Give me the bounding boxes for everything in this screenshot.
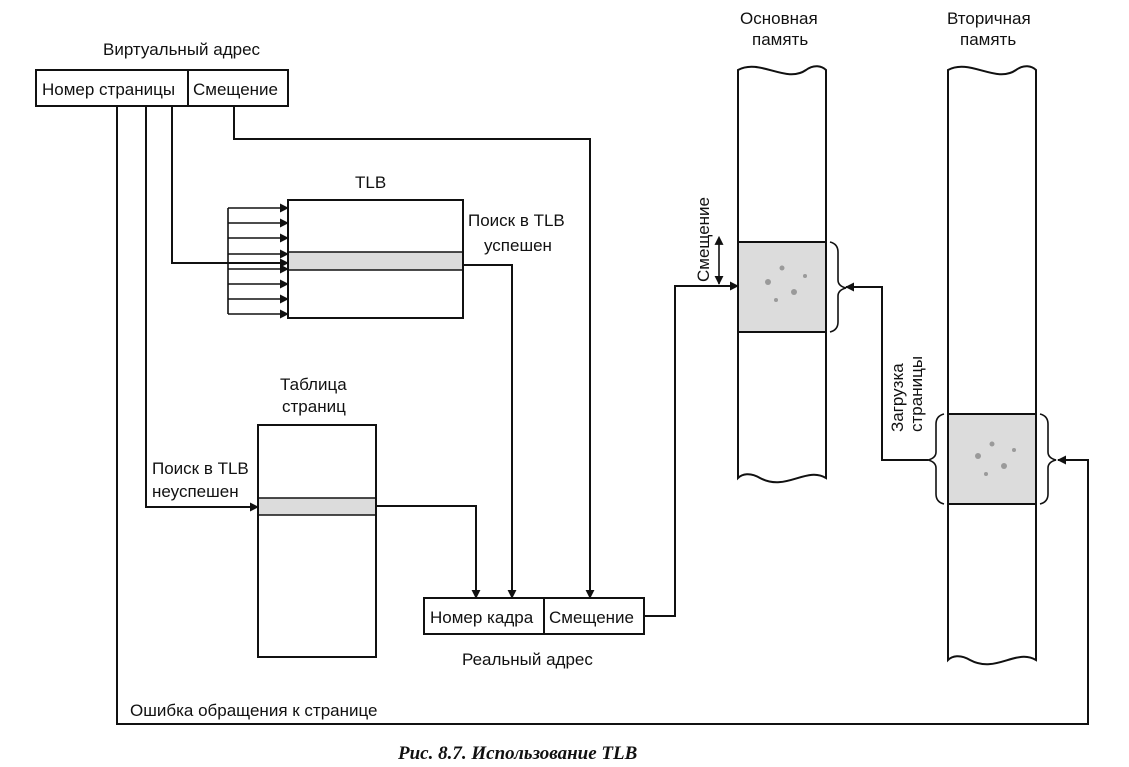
tlb-miss-label-line2: неуспешен: [152, 482, 239, 501]
page-table-title-line2: страниц: [282, 397, 346, 416]
page-load-label-line1: Загрузка: [888, 363, 907, 432]
real-frame-number-label: Номер кадра: [430, 608, 534, 627]
real-address-to-memory-line: [644, 281, 739, 617]
tlb-matched-entry: [289, 252, 462, 270]
tlb-title: TLB: [355, 173, 386, 192]
real-offset-label: Смещение: [549, 608, 634, 627]
tlb-parallel-compare-arrows: [227, 203, 289, 319]
main-memory-frame-texture: [765, 265, 807, 302]
main-memory-frame-brace: [829, 241, 847, 333]
virtual-offset-field: [187, 69, 289, 107]
real-frame-number-field: [423, 597, 545, 635]
page-fault-path-line: [116, 106, 1089, 725]
main-memory-title-line2: память: [752, 30, 808, 49]
page-number-to-tlb-line: [171, 106, 289, 268]
tlb-hit-to-frame-line: [463, 264, 517, 599]
page-load-line: [845, 282, 928, 461]
virtual-offset-label: Смещение: [193, 80, 278, 99]
virtual-offset-to-real-offset-line: [233, 106, 595, 599]
real-offset-field: [543, 597, 645, 635]
page-table-matched-entry: [259, 498, 375, 515]
virtual-address-title: Виртуальный адрес: [103, 40, 261, 59]
main-memory-frame: [739, 242, 825, 332]
secondary-memory-page: [949, 414, 1035, 504]
secondary-page-right-brace: [1039, 413, 1057, 505]
page-fault-label: Ошибка обращения к странице: [130, 701, 378, 720]
page-number-to-page-table-line: [145, 106, 259, 512]
page-load-label-line2: страницы: [907, 356, 926, 432]
tlb-hit-label-line1: Поиск в TLB: [468, 211, 565, 230]
secondary-memory-title-line2: память: [960, 30, 1016, 49]
figure-caption: Рис. 8.7. Использование TLB: [397, 743, 637, 764]
page-table-to-frame-line: [376, 505, 481, 599]
secondary-memory-column: [947, 65, 1037, 666]
tlb-hit-label-line2: успешен: [484, 236, 552, 255]
virtual-page-number-label: Номер страницы: [42, 80, 175, 99]
real-address-title: Реальный адрес: [462, 650, 593, 669]
page-table-title-line1: Таблица: [280, 375, 347, 394]
page-table: [257, 424, 377, 658]
tlb-miss-label-line1: Поиск в TLB: [152, 459, 249, 478]
secondary-memory-title-line1: Вторичная: [947, 9, 1031, 28]
secondary-memory-page-texture: [975, 441, 1016, 476]
secondary-page-left-brace: [927, 413, 945, 505]
virtual-page-number-field: [35, 69, 189, 107]
main-memory-title-line1: Основная: [740, 9, 818, 28]
main-memory-offset-label: Смещение: [694, 197, 713, 282]
